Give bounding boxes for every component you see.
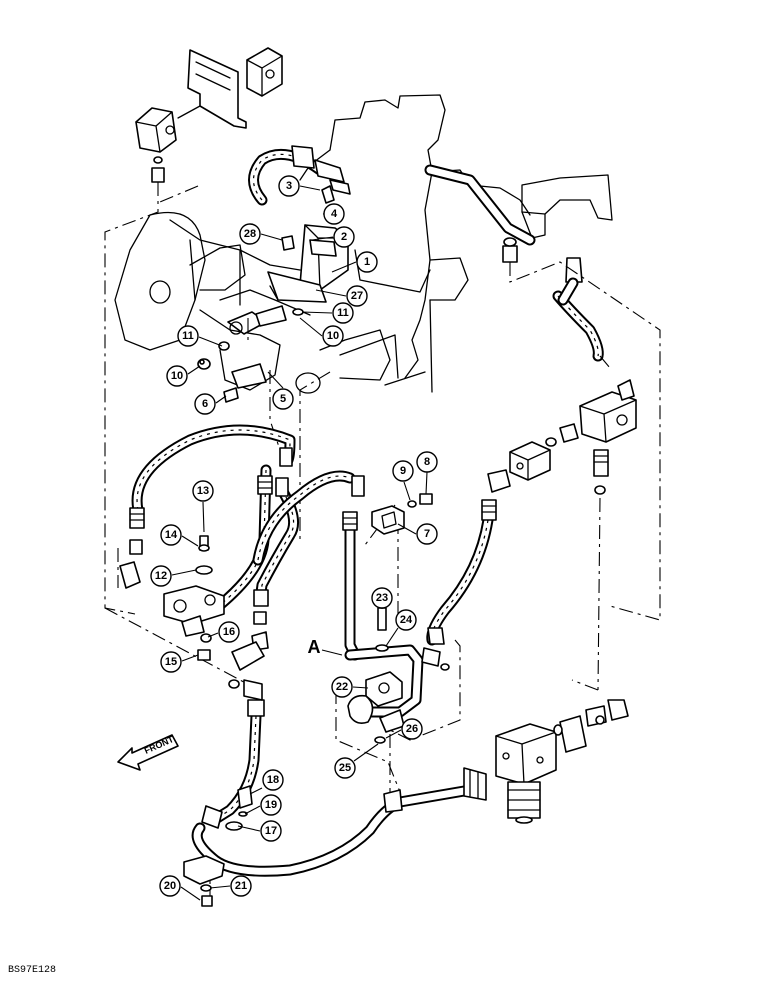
callout-25: 25 <box>334 743 379 779</box>
reference-code: BS97E128 <box>8 965 56 976</box>
callout-19: 19 <box>244 794 282 816</box>
callout-3-label: 3 <box>286 180 292 192</box>
marker-a-label: A <box>308 637 321 657</box>
callout-14-label: 14 <box>165 529 178 541</box>
filter-assembly <box>495 699 629 824</box>
callout-28: 28 <box>239 223 283 245</box>
callout-5-label: 5 <box>280 393 286 405</box>
marker-a: A <box>308 637 343 657</box>
callout-28-label: 28 <box>244 228 256 240</box>
clamp-7-assembly <box>371 493 433 535</box>
callout-23: 23 <box>371 587 393 609</box>
callout-15: 15 <box>160 651 199 673</box>
callout-2-label: 2 <box>341 231 347 243</box>
callout-26: 26 <box>385 718 423 740</box>
callout-9-label: 9 <box>400 465 406 477</box>
callout-21-label: 21 <box>235 880 247 892</box>
callout-27: 27 <box>315 285 368 307</box>
callout-20-label: 20 <box>164 880 176 892</box>
callout-21: 21 <box>209 875 252 897</box>
callout-12-label: 12 <box>155 570 167 582</box>
callout-22-label: 22 <box>336 681 348 693</box>
callout-8: 8 <box>416 451 438 495</box>
pipe-lower-long <box>191 767 487 877</box>
left-fittings <box>197 305 287 403</box>
callout-11b-label: 11 <box>182 330 194 342</box>
callout-18-label: 18 <box>267 774 279 786</box>
hose-right-middle <box>421 499 497 671</box>
callout-1: 1 <box>331 251 378 273</box>
machine-frame-outline <box>114 94 531 394</box>
callout-6: 6 <box>194 393 227 415</box>
callout-16-label: 16 <box>223 626 235 638</box>
callout-16: 16 <box>207 621 240 643</box>
callout-17-label: 17 <box>265 825 277 837</box>
callout-4: 4 <box>322 203 345 225</box>
callout-6-label: 6 <box>202 398 208 410</box>
callout-11a: 11 <box>301 302 354 324</box>
callout-5: 5 <box>267 371 294 410</box>
hose-lower-left <box>201 679 265 829</box>
callout-14: 14 <box>160 524 199 547</box>
hose-left-long <box>119 424 296 589</box>
callouts: 1 2 3 4 5 6 7 <box>150 175 438 901</box>
callout-17: 17 <box>237 820 282 842</box>
callout-3: 3 <box>278 175 321 197</box>
callout-26-label: 26 <box>406 723 418 735</box>
callout-12: 12 <box>150 565 197 587</box>
top-right-bracket <box>521 174 613 239</box>
fitting-15-16 <box>197 633 212 661</box>
callout-8-label: 8 <box>424 456 430 468</box>
callout-10a: 10 <box>299 317 344 347</box>
callout-24-label: 24 <box>400 614 413 626</box>
callout-22: 22 <box>331 676 369 698</box>
right-pipe-upper <box>424 164 536 263</box>
flow-lines <box>104 182 661 900</box>
callout-10b: 10 <box>166 365 201 387</box>
callout-25-label: 25 <box>339 762 351 774</box>
callout-11b: 11 <box>177 325 223 347</box>
callout-10a-label: 10 <box>327 330 339 342</box>
clamp-22-assembly <box>347 607 405 744</box>
callout-27-label: 27 <box>351 290 363 302</box>
callout-13: 13 <box>192 480 214 533</box>
upper-right-hose <box>552 257 604 362</box>
upper-hose-assembly <box>248 145 351 206</box>
callout-2: 2 <box>311 226 355 248</box>
clamp-12-assembly <box>163 535 225 637</box>
callout-23-label: 23 <box>376 592 388 604</box>
callout-13-label: 13 <box>197 485 209 497</box>
callout-7: 7 <box>397 523 438 545</box>
hose-to-pipe-a <box>252 470 365 566</box>
callout-1-label: 1 <box>364 256 370 268</box>
top-left-valve-bracket <box>135 47 283 183</box>
callout-4-label: 4 <box>331 208 338 220</box>
callout-19-label: 19 <box>265 799 277 811</box>
callout-20: 20 <box>159 875 201 901</box>
callout-24: 24 <box>385 609 417 647</box>
callout-15-label: 15 <box>165 656 177 668</box>
right-valve-block <box>487 379 637 495</box>
callout-7-label: 7 <box>424 528 430 540</box>
callout-11a-label: 11 <box>337 307 349 319</box>
front-arrow: FRONT <box>117 734 179 771</box>
callout-10b-label: 10 <box>171 370 183 382</box>
callout-18: 18 <box>249 769 284 795</box>
callout-9: 9 <box>392 460 414 501</box>
clamp-17-assembly <box>183 785 253 907</box>
